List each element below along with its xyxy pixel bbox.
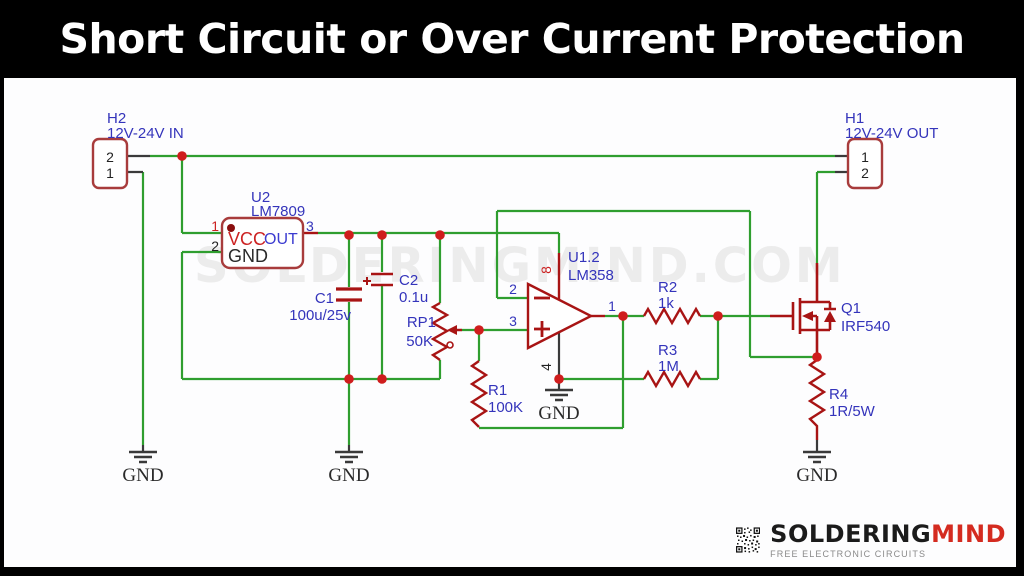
brand-footer: SOLDERINGMIND FREE ELECTRONIC CIRCUITS bbox=[736, 514, 1006, 566]
qr-code bbox=[736, 527, 761, 553]
watermark: SOLDERINGMIND.COM bbox=[194, 238, 846, 294]
brand-name-red: MIND bbox=[931, 519, 1006, 548]
brand-text: SOLDERINGMIND FREE ELECTRONIC CIRCUITS bbox=[770, 522, 1006, 559]
title-bar: Short Circuit or Over Current Protection bbox=[0, 0, 1024, 78]
brand-name-black: SOLDERING bbox=[770, 519, 932, 548]
brand-tagline: FREE ELECTRONIC CIRCUITS bbox=[770, 548, 927, 559]
page-title: Short Circuit or Over Current Protection bbox=[59, 15, 965, 63]
schematic-canvas: SOLDERINGMIND.COM bbox=[4, 78, 1016, 567]
brand-name: SOLDERINGMIND bbox=[770, 522, 1006, 546]
